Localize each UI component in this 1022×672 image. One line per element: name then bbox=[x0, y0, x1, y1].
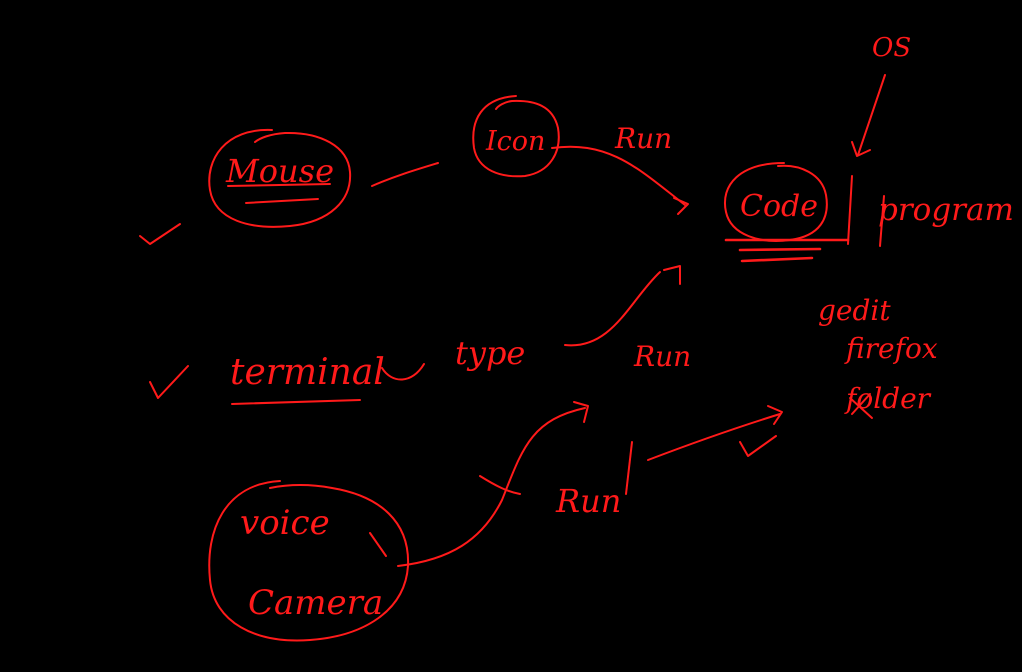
examples-list: gedit firefox folder bbox=[818, 294, 938, 419]
camera-run-label: Run bbox=[555, 482, 621, 520]
code-node: Code bbox=[724, 162, 850, 263]
icon-node: Icon bbox=[472, 95, 560, 178]
icon-label: Icon bbox=[485, 126, 545, 157]
os-label: OS bbox=[872, 33, 911, 63]
camera-label: Camera bbox=[248, 583, 383, 623]
terminal-to-type-curve bbox=[381, 363, 425, 381]
icon-to-code-arrowhead bbox=[673, 197, 689, 215]
mouse-circle bbox=[208, 128, 352, 228]
example-item: firefox bbox=[844, 332, 938, 365]
os-group: OS bbox=[851, 33, 911, 157]
terminal-node: terminal bbox=[230, 352, 385, 405]
mouse-node: Mouse bbox=[208, 128, 352, 228]
camera-arrow-cross bbox=[479, 475, 521, 495]
run-to-examples-arrow bbox=[647, 413, 781, 461]
example-item: folder bbox=[844, 382, 932, 415]
type-to-code-arrow bbox=[564, 271, 661, 347]
terminal-underline bbox=[231, 399, 361, 405]
icon-run-label: Run bbox=[614, 122, 672, 155]
type-to-code-arrowhead bbox=[663, 265, 681, 285]
icon-to-code-arrow bbox=[551, 145, 686, 206]
os-to-code-arrow bbox=[857, 74, 886, 156]
code-label: Code bbox=[740, 189, 818, 224]
voice-camera-node: voice Camera bbox=[208, 480, 410, 642]
camera-to-run-arrow bbox=[397, 407, 586, 567]
check-mark-run bbox=[739, 435, 777, 457]
check-mark-terminal bbox=[149, 365, 189, 399]
check-mark-mouse bbox=[139, 223, 181, 245]
code-underline bbox=[724, 238, 850, 263]
mouse-to-icon-line bbox=[371, 162, 439, 187]
run-divider bbox=[625, 441, 633, 495]
icon-circle bbox=[472, 95, 560, 178]
program-label: program bbox=[878, 192, 1014, 228]
terminal-run-label: Run bbox=[633, 340, 691, 373]
voice-camera-circle bbox=[208, 480, 410, 642]
type-label: type bbox=[455, 334, 525, 372]
code-program-divider bbox=[847, 175, 853, 245]
run-to-examples-arrowhead bbox=[767, 405, 783, 425]
camera-mark bbox=[369, 532, 387, 557]
mouse-underline bbox=[227, 183, 331, 204]
folder-scribble bbox=[849, 393, 873, 419]
program-tick bbox=[879, 195, 885, 247]
example-item: gedit bbox=[818, 294, 891, 327]
camera-arrowhead bbox=[573, 401, 589, 423]
os-arrowhead bbox=[851, 141, 871, 157]
terminal-label: terminal bbox=[230, 352, 385, 393]
voice-label: voice bbox=[240, 503, 330, 543]
